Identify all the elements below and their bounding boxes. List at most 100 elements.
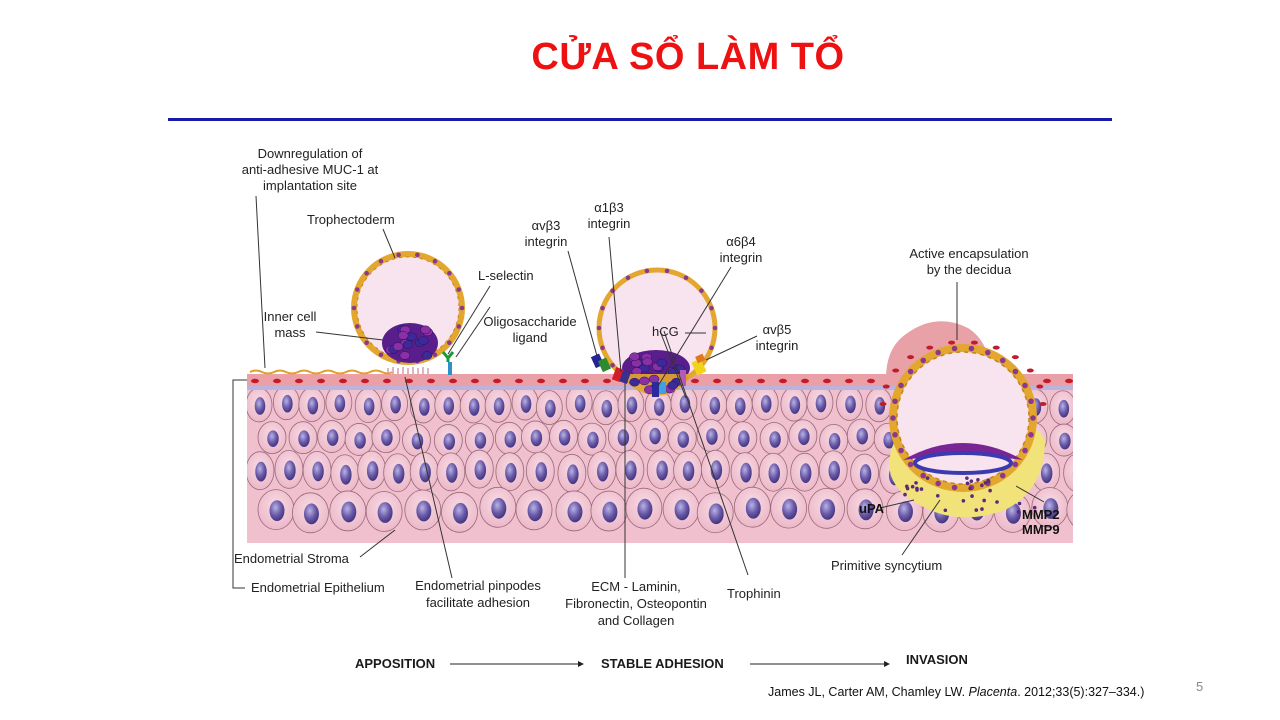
- cell-nucleus: [626, 396, 638, 415]
- cell-nucleus: [682, 461, 695, 481]
- trophoblast-nucleus: [935, 480, 941, 487]
- stroma-cell: [1077, 422, 1105, 454]
- epithelial-nucleus: [427, 378, 435, 384]
- cell-nucleus: [617, 429, 630, 446]
- cell-nucleus: [340, 464, 352, 485]
- cell-nucleus: [1084, 397, 1095, 415]
- trophoblast-nucleus: [709, 345, 714, 351]
- syncytium-nucleus: [1017, 501, 1022, 506]
- syncytium-nucleus: [969, 479, 974, 483]
- epithelial-nucleus: [295, 378, 303, 384]
- syncytium-nucleus: [970, 494, 974, 498]
- label-l-selectin: L-selectin: [478, 268, 534, 283]
- cell-nucleus: [760, 395, 772, 413]
- icm-cell: [648, 374, 660, 384]
- label-trophectoderm: Trophectoderm: [307, 212, 395, 227]
- trophoblast-nucleus: [644, 268, 650, 274]
- cell-nucleus: [601, 399, 613, 418]
- cell-nucleus: [602, 501, 618, 523]
- trophoblast-nucleus: [935, 349, 941, 356]
- trophoblast-nucleus: [432, 258, 438, 264]
- trophoblast-nucleus: [898, 382, 904, 389]
- cell-nucleus: [637, 498, 653, 520]
- trophoblast-nucleus: [364, 340, 369, 346]
- cell-nucleus: [815, 394, 827, 413]
- syncytium-nucleus: [925, 476, 930, 480]
- trophoblast-nucleus: [951, 345, 958, 352]
- syncytium-nucleus: [986, 478, 990, 482]
- trophoblast-nucleus: [354, 287, 360, 292]
- cell-nucleus: [363, 397, 375, 416]
- integrin-avb5: [691, 353, 707, 376]
- cell-nucleus: [653, 398, 665, 416]
- cell-nucleus: [858, 499, 874, 521]
- label-endometrial-stroma: Endometrial Stroma: [234, 551, 350, 566]
- epithelial-nucleus: [559, 378, 567, 384]
- cell-nucleus: [782, 498, 798, 520]
- epithelial-nucleus: [867, 378, 875, 384]
- syncytium-nucleus: [988, 488, 992, 493]
- cell-nucleus: [1072, 471, 1073, 476]
- trophoblast-nucleus: [378, 258, 384, 264]
- decidual-nucleus: [1026, 368, 1034, 373]
- slide-title: CỬA SỔ LÀM TỔ: [531, 36, 845, 78]
- decidual-nucleus: [892, 368, 900, 373]
- decidual-nucleus: [970, 340, 978, 345]
- cell-nucleus: [416, 500, 432, 522]
- cell-nucleus: [1086, 431, 1097, 448]
- decidual-nucleus: [879, 402, 887, 406]
- syncytium-nucleus: [914, 481, 918, 485]
- syncytium-nucleus: [980, 483, 984, 488]
- icm-cell: [399, 351, 411, 360]
- epithelial-nucleus: [735, 378, 743, 384]
- epithelial-nucleus: [383, 378, 391, 384]
- syncytium-nucleus: [1016, 510, 1021, 514]
- cell-nucleus: [738, 430, 750, 448]
- epithelial-nucleus: [713, 378, 721, 384]
- syncytium-nucleus: [976, 477, 980, 482]
- stroma-cell: [1076, 388, 1102, 422]
- syncytium-nucleus: [982, 498, 986, 503]
- blastocyst-apposition: [351, 251, 465, 365]
- cell-nucleus: [567, 501, 583, 523]
- trophoblast-nucleus: [1012, 461, 1019, 468]
- cell-nucleus: [789, 396, 801, 414]
- cell-nucleus: [567, 464, 579, 485]
- cell-nucleus: [520, 395, 532, 413]
- epithelial-nucleus: [581, 378, 589, 384]
- cell-nucleus: [390, 395, 401, 414]
- syncytium-nucleus: [903, 492, 907, 497]
- icm-cell: [418, 336, 429, 345]
- cell-nucleus: [558, 428, 571, 446]
- epithelial-nucleus: [493, 378, 501, 384]
- label-upa: uPA: [859, 501, 885, 516]
- blastocyst-adhesion: [590, 267, 718, 397]
- label-hcg: hCG: [652, 324, 679, 339]
- trophoblast-nucleus: [364, 270, 369, 276]
- syncytium-nucleus: [965, 476, 969, 480]
- icm-cell: [420, 325, 431, 335]
- trophoblast-nucleus: [1022, 447, 1028, 454]
- cell-nucleus: [845, 395, 856, 414]
- cell-nucleus: [1005, 502, 1021, 524]
- cell-nucleus: [1043, 498, 1059, 519]
- stage-stable-adhesion: STABLE ADHESION: [601, 656, 724, 671]
- trophoblast-nucleus: [890, 415, 896, 421]
- trophoblast-nucleus: [610, 362, 615, 368]
- trophoblast-nucleus: [1028, 431, 1034, 438]
- trophoblast-nucleus: [596, 325, 602, 331]
- cell-nucleus: [596, 461, 609, 482]
- cell-nucleus: [874, 396, 886, 415]
- trophoblast-nucleus: [447, 340, 452, 346]
- citation-authors: James JL, Carter AM, Chamley LW.: [768, 685, 969, 699]
- cell-nucleus: [856, 427, 868, 445]
- decidual-nucleus: [948, 340, 956, 345]
- trophoblast-nucleus: [920, 472, 927, 479]
- epithelial-nucleus: [449, 378, 457, 384]
